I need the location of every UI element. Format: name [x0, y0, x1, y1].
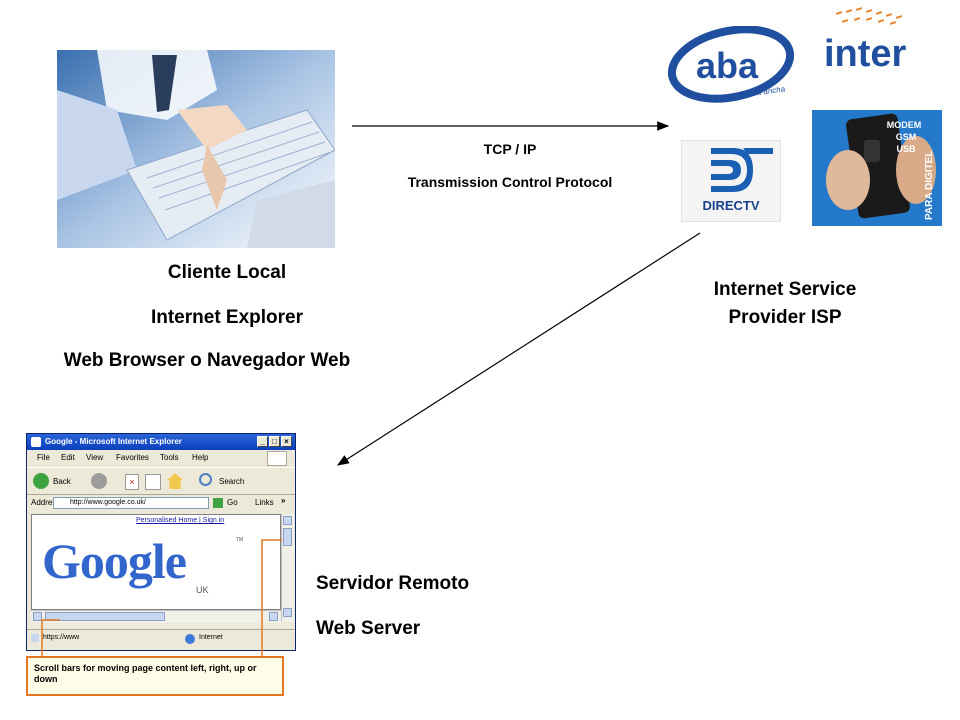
google-logo: Google: [42, 533, 187, 589]
browser-toolbar: Back × Search: [27, 467, 295, 495]
status-zone: Internet: [199, 634, 223, 641]
client-label-line3: Web Browser o Navegador Web: [63, 350, 351, 371]
vertical-scroll-thumb: [283, 528, 292, 546]
isp-label-line1: Internet Service: [713, 279, 857, 300]
browser-status-bar: https://www Internet: [27, 629, 295, 648]
isp-label-line2: Provider ISP: [728, 307, 842, 328]
inter-logo: inter: [806, 6, 930, 82]
scrollbar-callout: Scroll bars for moving page content left…: [26, 656, 284, 696]
browser-menu-bar: File Edit View Favorites Tools Help: [27, 451, 295, 466]
arrow-isp-to-server: [336, 232, 701, 466]
forward-arrow-icon: [91, 473, 107, 489]
protocol-label-line1: TCP / IP: [483, 141, 537, 157]
address-value: http://www.google.co.uk/: [70, 499, 146, 506]
modem-label-2: GSM: [896, 132, 917, 142]
ie-icon: [31, 437, 41, 447]
windows-flag-icon: [267, 451, 287, 466]
status-url: https://www: [43, 634, 80, 641]
menu-file: File: [37, 453, 50, 462]
modem-label-3: USB: [896, 144, 916, 154]
minimize-icon: _: [257, 436, 268, 447]
scroll-up-icon: [283, 516, 292, 525]
page-icon: [31, 634, 39, 642]
inter-logo-text: inter: [824, 33, 907, 75]
client-label-line2: Internet Explorer: [150, 307, 304, 328]
scroll-left-icon: [33, 612, 42, 621]
modem-label-1: MODEM: [887, 120, 922, 130]
horizontal-scroll-thumb: [45, 612, 165, 621]
search-label: Search: [219, 477, 245, 486]
aba-logo-text: aba: [696, 45, 759, 86]
directv-logo: DIRECTV: [680, 139, 782, 223]
links-label: Links: [255, 498, 274, 507]
menu-tools: Tools: [160, 453, 179, 462]
server-label-line2: Web Server: [316, 618, 421, 639]
menu-help: Help: [192, 453, 209, 462]
google-logo-sub: UK: [196, 585, 209, 595]
scroll-down-icon: [283, 608, 292, 617]
stop-icon: ×: [125, 474, 139, 490]
go-arrow-icon: [213, 498, 223, 508]
vertical-scrollbar: [281, 514, 294, 622]
protocol-label-line2: Transmission Control Protocol: [407, 174, 613, 190]
close-icon: ×: [281, 436, 292, 447]
scroll-right-icon: [269, 612, 278, 621]
browser-screenshot: Google - Microsoft Internet Explorer _ □…: [26, 433, 296, 651]
refresh-icon: [145, 474, 161, 490]
address-label: Address: [31, 498, 61, 507]
browser-page-content: Personalised Home | Sign in Google TM UK: [31, 514, 281, 610]
links-chevron: »: [281, 496, 286, 505]
page-top-links: Personalised Home | Sign in: [136, 517, 225, 524]
menu-favorites: Favorites: [116, 453, 149, 462]
aba-logo: aba acceso banda ancha: [667, 25, 798, 104]
search-icon: [199, 473, 212, 486]
server-label-line1: Servidor Remoto: [316, 573, 470, 594]
google-logo-tm: TM: [236, 537, 244, 543]
modem-photo: MODEM GSM USB PARA DIGITEL: [812, 110, 942, 226]
directv-logo-text: DIRECTV: [702, 198, 759, 213]
back-arrow-icon: [33, 473, 49, 489]
home-icon: [167, 473, 183, 489]
browser-title-bar: Google - Microsoft Internet Explorer _ □…: [27, 434, 295, 450]
maximize-icon: □: [269, 436, 280, 447]
menu-edit: Edit: [61, 453, 75, 462]
go-label: Go: [227, 498, 238, 507]
browser-title: Google - Microsoft Internet Explorer: [45, 437, 182, 446]
client-photo: [57, 50, 335, 248]
client-label-line1: Cliente Local: [167, 262, 287, 283]
address-field: http://www.google.co.uk/: [53, 497, 209, 509]
address-bar: Address http://www.google.co.uk/ Go Link…: [27, 494, 295, 512]
menu-view: View: [86, 453, 104, 462]
modem-side-label: PARA DIGITEL: [924, 151, 935, 220]
back-label: Back: [53, 477, 71, 486]
horizontal-scrollbar: [31, 610, 281, 623]
internet-zone-icon: [185, 634, 195, 644]
